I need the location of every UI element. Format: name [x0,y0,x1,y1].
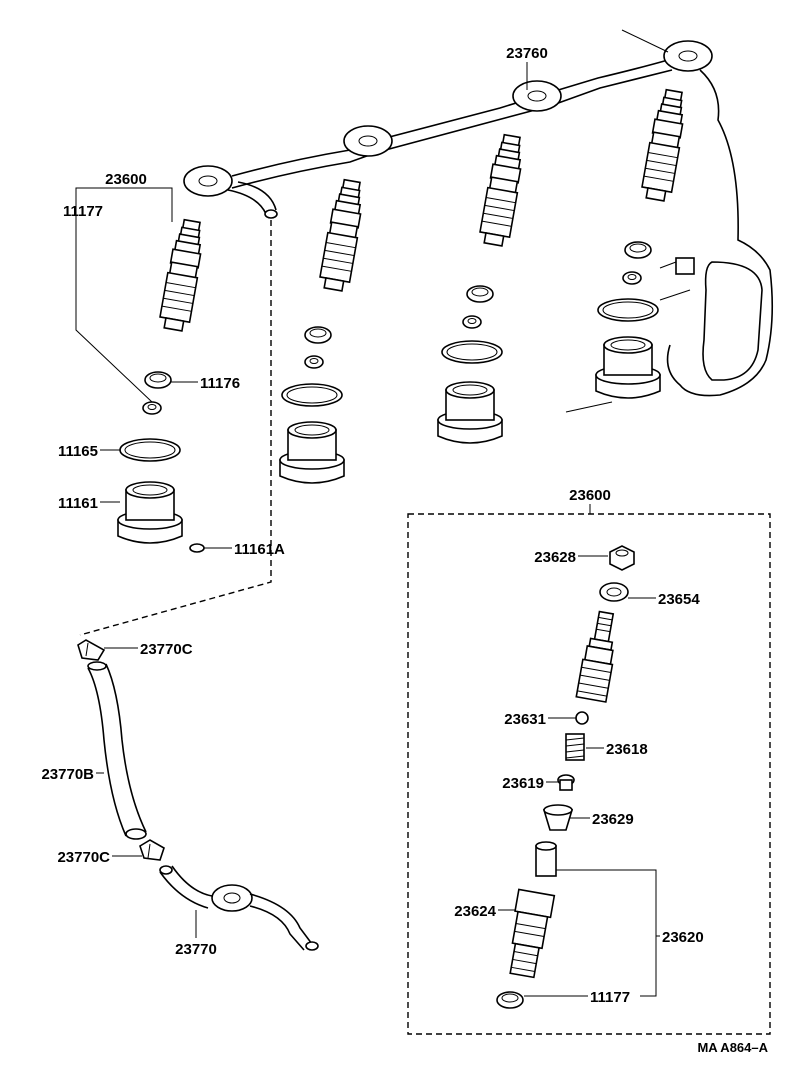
nozzle-seat-3 [466,285,494,303]
washer [599,582,629,602]
banjo-fitting-2 [343,125,393,157]
pin-11161a [189,543,205,553]
cylinder-head-outline [565,69,774,413]
gasket-1 [142,401,162,415]
o-ring-3 [441,340,503,364]
nozzle-retaining-nut [509,888,556,979]
o-ring-4 [597,298,659,322]
label-23620: 23620 [662,929,704,946]
banjo-fitting-1 [183,165,233,197]
nozzle-seat-1 [144,371,172,389]
label-23654: 23654 [658,591,700,608]
label-11177-box: 11177 [590,989,630,1006]
fuel-return-pipe [183,29,713,219]
nozzle-gasket [496,991,524,1009]
figure-code: MA A864–A [697,1040,768,1055]
o-ring-1 [119,438,181,462]
sleeve-4 [595,336,661,399]
nozzle [535,841,557,877]
nozzle-holder-body [575,610,615,703]
clamp-top [77,639,106,661]
label-23770: 23770 [175,941,217,958]
injector-3 [477,132,528,248]
injector-detail-box [407,513,771,1035]
gasket-4 [622,271,642,285]
label-23600-box: 23600 [569,487,611,504]
nozzle-seat-2 [304,326,332,344]
leader-lines [75,62,660,997]
label-23624: 23624 [454,903,496,920]
banjo-fitting-3 [512,80,562,112]
label-23770c-top: 23770C [140,641,193,658]
label-23760: 23760 [506,45,548,62]
label-23770b: 23770B [41,766,94,783]
sleeve-3 [437,381,503,444]
gasket-2 [304,355,324,369]
leakage-pipe [159,865,319,951]
label-23628: 23628 [534,549,576,566]
nozzle-holder-nut [609,545,635,571]
sleeve-1 [117,481,183,544]
pressure-pin [557,774,575,791]
label-11165: 11165 [58,443,98,460]
nozzle-seat-4 [624,241,652,259]
clamp-bottom [139,839,165,861]
label-23600-top: 23600 [105,171,147,188]
sleeve-2 [279,421,345,484]
spring [565,733,585,761]
label-11177-top: 11177 [63,203,103,220]
spacer [542,804,574,831]
label-23629: 23629 [592,811,634,828]
banjo-fitting-4 [663,40,713,72]
injector-2 [317,177,368,293]
label-23618: 23618 [606,741,648,758]
o-ring-2 [281,383,343,407]
label-11161a: 11161A [234,541,285,558]
label-11176: 11176 [200,375,240,392]
label-11161: 11161 [58,495,98,512]
hose [87,661,147,840]
label-23770c-bottom: 23770C [57,849,110,866]
connection-dashed-line [79,220,272,636]
ball [575,711,589,725]
injector-1 [157,217,208,333]
label-23631: 23631 [504,711,546,728]
label-23619: 23619 [502,775,544,792]
gasket-3 [462,315,482,329]
injector-4 [639,87,690,203]
